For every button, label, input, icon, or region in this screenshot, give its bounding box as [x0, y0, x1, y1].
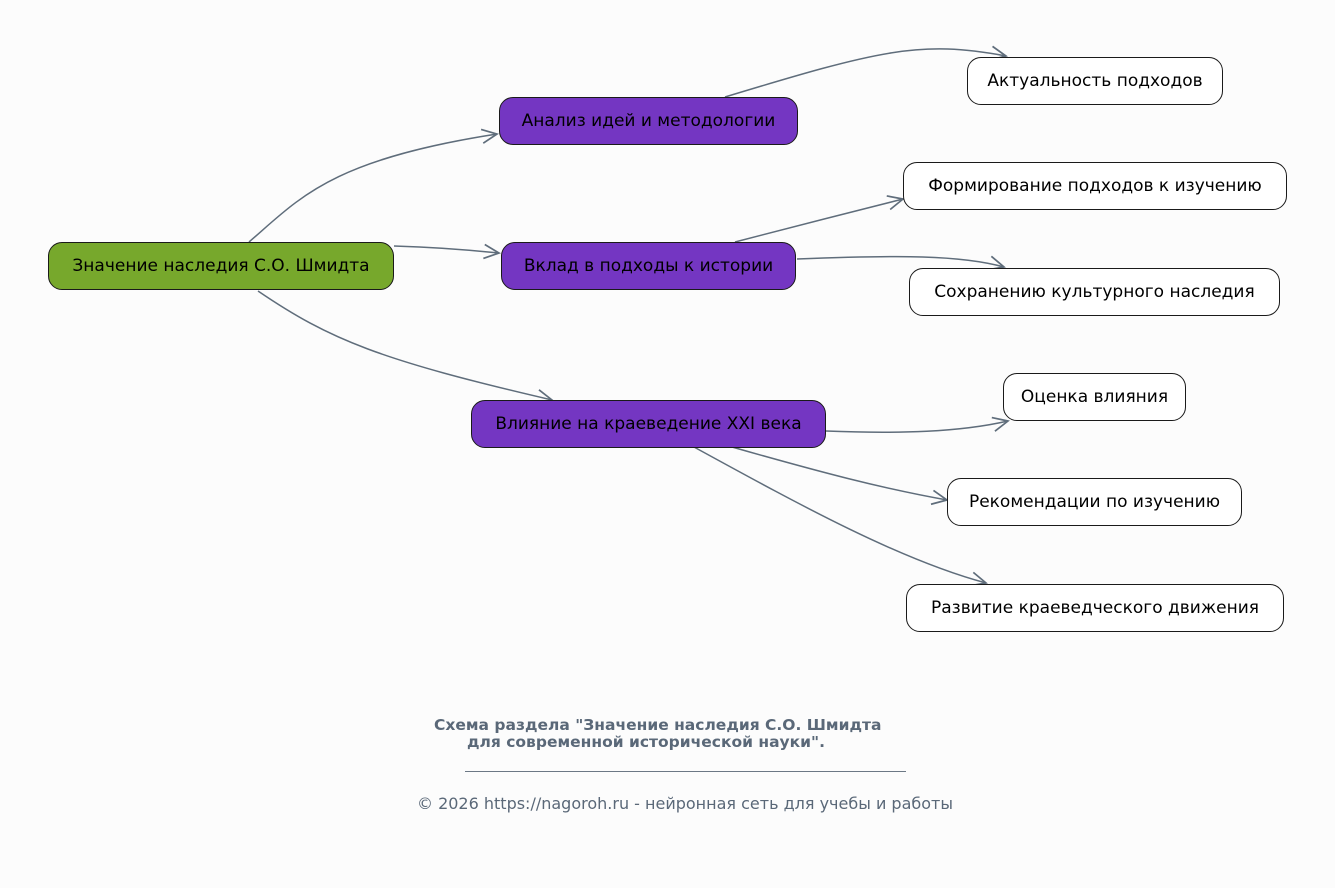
branch-node-label: Вклад в подходы к истории — [523, 256, 774, 276]
leaf-node-relevance[interactable]: Актуальность подходов — [967, 57, 1223, 105]
branch-node-influence[interactable]: Влияние на краеведение XXI века — [471, 400, 826, 448]
edge-b2-l3 — [796, 255, 1005, 268]
edge-root-b2 — [393, 245, 500, 254]
leaf-node-assessment[interactable]: Оценка влияния — [1003, 373, 1186, 421]
leaf-node-label: Формирование подходов к изучению — [928, 176, 1262, 196]
leaf-node-recommendations[interactable]: Рекомендации по изучению — [947, 478, 1242, 526]
caption-line-1: Схема раздела "Значение наследия С.О. Шм… — [434, 716, 882, 734]
edge-b3-l6 — [693, 446, 987, 584]
arrowhead-icon — [480, 128, 499, 144]
edge-b3-l4 — [825, 420, 1009, 434]
edge-root-b3 — [257, 290, 553, 401]
edge-b1-l1 — [724, 48, 1007, 98]
leaf-node-label: Сохранению культурного наследия — [934, 282, 1255, 302]
footer-separator — [465, 771, 906, 772]
arrowhead-icon — [991, 416, 1010, 432]
copyright-text: © 2026 https://nagoroh.ru - нейронная се… — [416, 794, 953, 813]
branch-node-label: Анализ идей и методологии — [521, 111, 776, 131]
leaf-node-label: Развитие краеведческого движения — [931, 598, 1259, 618]
leaf-node-label: Актуальность подходов — [987, 71, 1203, 91]
root-node-label: Значение наследия С.О. Шмидта — [72, 256, 370, 276]
leaf-node-development[interactable]: Развитие краеведческого движения — [906, 584, 1284, 632]
branch-node-label: Влияние на краеведение XXI века — [495, 414, 802, 434]
leaf-node-label: Рекомендации по изучению — [968, 492, 1221, 512]
root-node[interactable]: Значение наследия С.О. Шмидта — [48, 242, 394, 290]
leaf-node-preservation[interactable]: Сохранению культурного наследия — [909, 268, 1280, 316]
edge-b2-l2 — [734, 198, 904, 243]
leaf-node-formation[interactable]: Формирование подходов к изучению — [903, 162, 1287, 210]
branch-node-contribution[interactable]: Вклад в подходы к истории — [501, 242, 796, 290]
edge-root-b1 — [248, 133, 498, 243]
leaf-node-label: Оценка влияния — [1020, 387, 1169, 407]
branch-node-analysis[interactable]: Анализ идей и методологии — [499, 97, 798, 145]
arrowhead-icon — [483, 243, 501, 260]
edge-b3-l5 — [731, 446, 948, 501]
caption-line-2: для современной исторической науки". — [467, 733, 825, 751]
